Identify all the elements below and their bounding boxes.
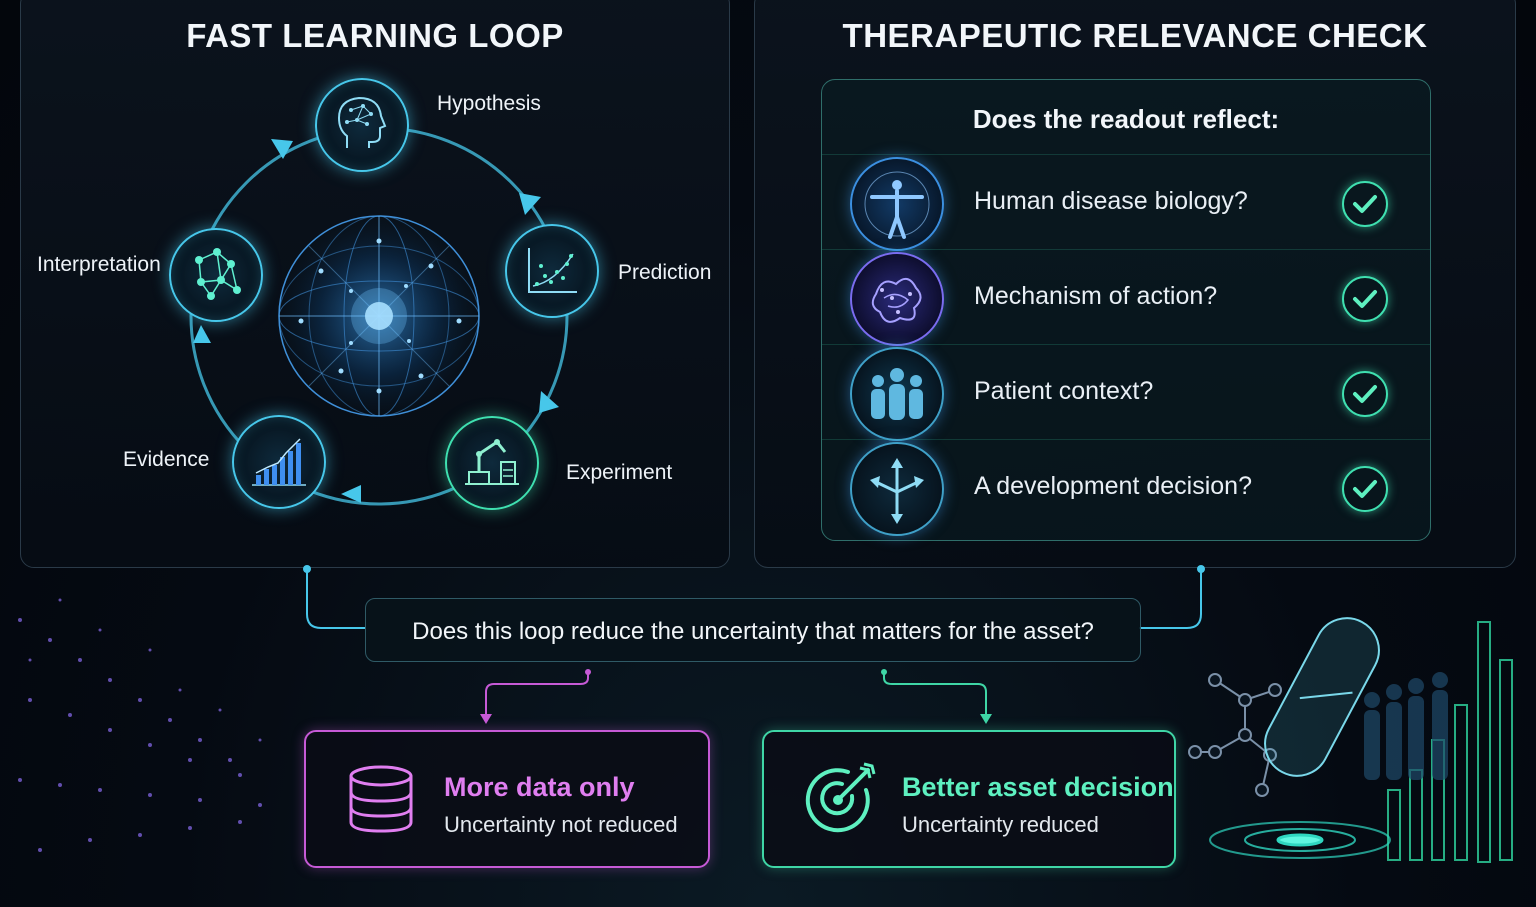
scatter-plot-icon (528, 248, 577, 293)
people-silhouettes-decoration (1364, 672, 1448, 780)
check-row-patient-context: Patient context? (822, 344, 1430, 441)
database-icon (349, 765, 413, 833)
outcome-title: Better asset decision (902, 772, 1174, 802)
check-row-mechanism-of-action: Mechanism of action? (822, 249, 1430, 346)
protein-molecule-icon (850, 252, 944, 346)
evidence-label: Evidence (123, 448, 210, 471)
prediction-node (505, 224, 599, 318)
particle-stream-left (18, 598, 262, 852)
check-mark-icon (1342, 371, 1388, 417)
human-body-icon (850, 157, 944, 251)
therapeutic-relevance-check-panel: THERAPEUTIC RELEVANCE CHECK Does the rea… (754, 0, 1516, 568)
capsule-icon (1264, 617, 1380, 777)
check-item-label: Patient context? (974, 377, 1154, 405)
molecule-decoration (1188, 673, 1282, 797)
check-mark-icon (1342, 466, 1388, 512)
interpretation-node (169, 228, 263, 322)
readout-checklist: Does the readout reflect: Human disease … (821, 79, 1431, 541)
outcome-more-data-only: More data only Uncertainty not reduced (304, 730, 710, 868)
check-item-label: Human disease biology? (974, 187, 1248, 215)
arrow-experiment-to-evidence (341, 485, 361, 503)
connector-left-panel (306, 569, 365, 629)
bar-chart-decoration-right (1387, 621, 1513, 863)
glow-platform-decoration (1209, 821, 1391, 859)
arrow-prediction-to-experiment (539, 391, 559, 413)
decision-arrows-icon (850, 442, 944, 536)
arrow-hypothesis-to-prediction (519, 193, 541, 215)
network-sphere (278, 215, 480, 417)
interpretation-label: Interpretation (37, 253, 161, 276)
target-icon (805, 762, 876, 833)
outcome-title: More data only (444, 772, 635, 802)
outcome-better-asset-decision: Better asset decision Uncertainty reduce… (762, 730, 1176, 868)
patients-group-icon (850, 347, 944, 441)
check-row-development-decision: A development decision? (822, 439, 1430, 536)
arrow-interpretation-to-hypothesis (271, 139, 293, 159)
fast-learning-loop-panel: FAST LEARNING LOOP (20, 0, 730, 568)
connector-to-better-decision (883, 672, 987, 716)
evidence-node (232, 415, 326, 509)
connector-right-panel (1139, 569, 1202, 629)
central-question-box: Does this loop reduce the uncertainty th… (365, 598, 1141, 662)
lab-robot-arm-icon (465, 439, 519, 485)
network-graph-icon (195, 248, 241, 300)
hypothesis-label: Hypothesis (437, 92, 541, 115)
bar-chart-icon (252, 438, 306, 486)
experiment-label: Experiment (566, 461, 673, 484)
outcome-subtitle: Uncertainty reduced (902, 812, 1099, 837)
panel-title: THERAPEUTIC RELEVANCE CHECK (842, 17, 1428, 54)
panel-title: FAST LEARNING LOOP (186, 17, 564, 54)
check-row-human-disease-biology: Human disease biology? (822, 154, 1430, 251)
hypothesis-node (315, 78, 409, 172)
outcome-subtitle: Uncertainty not reduced (444, 812, 678, 837)
experiment-node (445, 416, 539, 510)
prediction-label: Prediction (618, 261, 712, 284)
central-question: Does this loop reduce the uncertainty th… (412, 618, 1094, 645)
connector-to-more-data (485, 672, 589, 716)
check-item-label: A development decision? (974, 472, 1252, 500)
check-mark-icon (1342, 181, 1388, 227)
head-brain-icon (337, 96, 387, 148)
checklist-heading: Does the readout reflect: (972, 104, 1280, 134)
check-item-label: Mechanism of action? (974, 282, 1218, 310)
check-mark-icon (1342, 276, 1388, 322)
arrow-evidence-to-interpretation (193, 325, 211, 343)
